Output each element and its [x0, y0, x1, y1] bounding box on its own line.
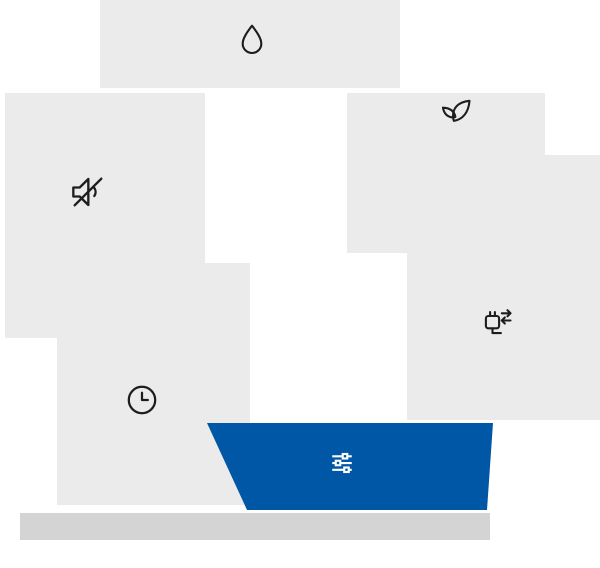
bottom-bar [20, 513, 490, 540]
sliders-icon [332, 452, 352, 474]
leaf-icon [441, 99, 471, 122]
tile-time[interactable] [57, 263, 250, 505]
tile-connection[interactable] [407, 155, 600, 420]
clock-icon [127, 385, 157, 415]
muted-speaker-icon [72, 177, 103, 207]
tile-water[interactable] [100, 0, 400, 88]
plug-swap-icon [484, 309, 512, 335]
settings-funnel-tile[interactable] [207, 423, 493, 510]
water-drop-icon [241, 24, 263, 55]
